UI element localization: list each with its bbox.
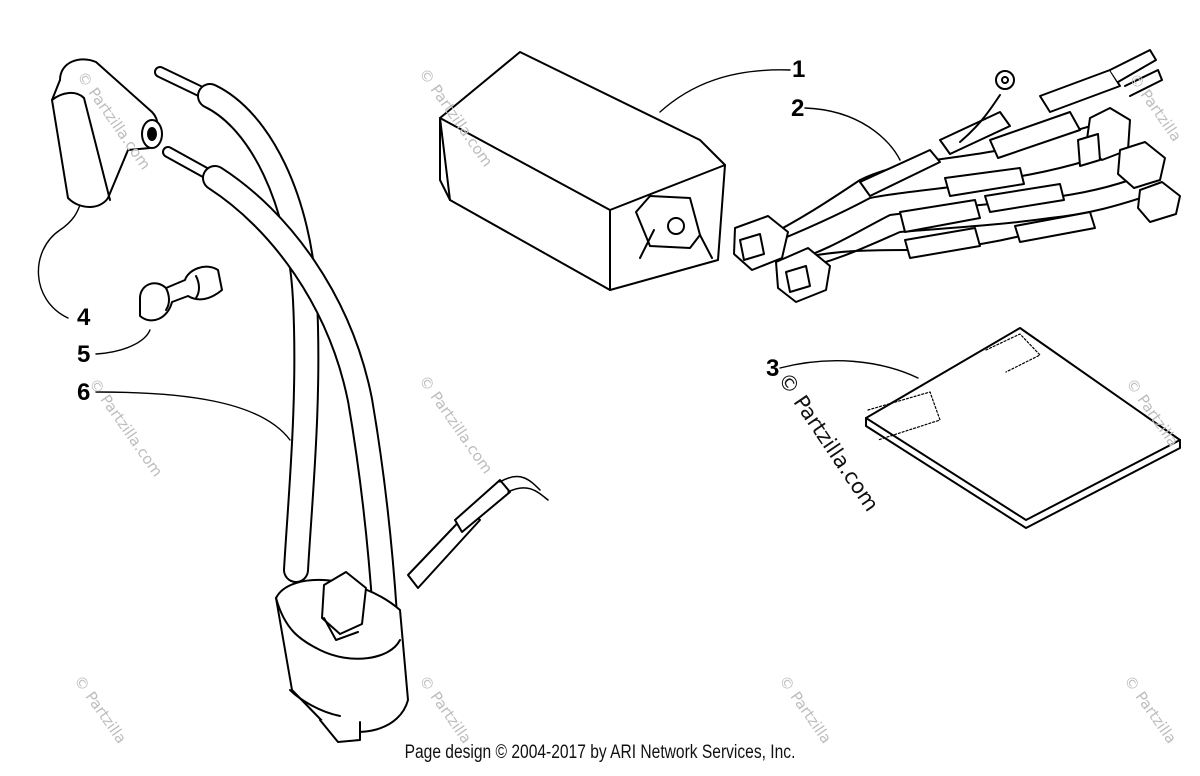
cdi-box — [439, 51, 726, 291]
leader-5 — [95, 329, 151, 355]
leader-6 — [95, 391, 291, 441]
ignition-coil — [154, 66, 549, 743]
callout-4: 4 — [77, 304, 91, 331]
callout-3: 3 — [766, 355, 780, 382]
leader-lines — [37, 69, 919, 441]
decal-sheet — [865, 327, 1181, 529]
spark-plug-cap — [51, 58, 163, 208]
leader-2 — [804, 107, 901, 161]
wire-clip — [139, 265, 223, 322]
callout-1: 1 — [792, 56, 806, 83]
leader-4 — [37, 204, 81, 319]
callout-2: 2 — [791, 95, 805, 122]
callout-5: 5 — [77, 341, 91, 368]
leader-3 — [779, 360, 919, 379]
wiring-harness — [733, 49, 1181, 303]
page-footer: Page design © 2004-2017 by ARI Network S… — [404, 742, 796, 763]
leader-1 — [659, 69, 791, 113]
callout-6: 6 — [77, 379, 91, 406]
